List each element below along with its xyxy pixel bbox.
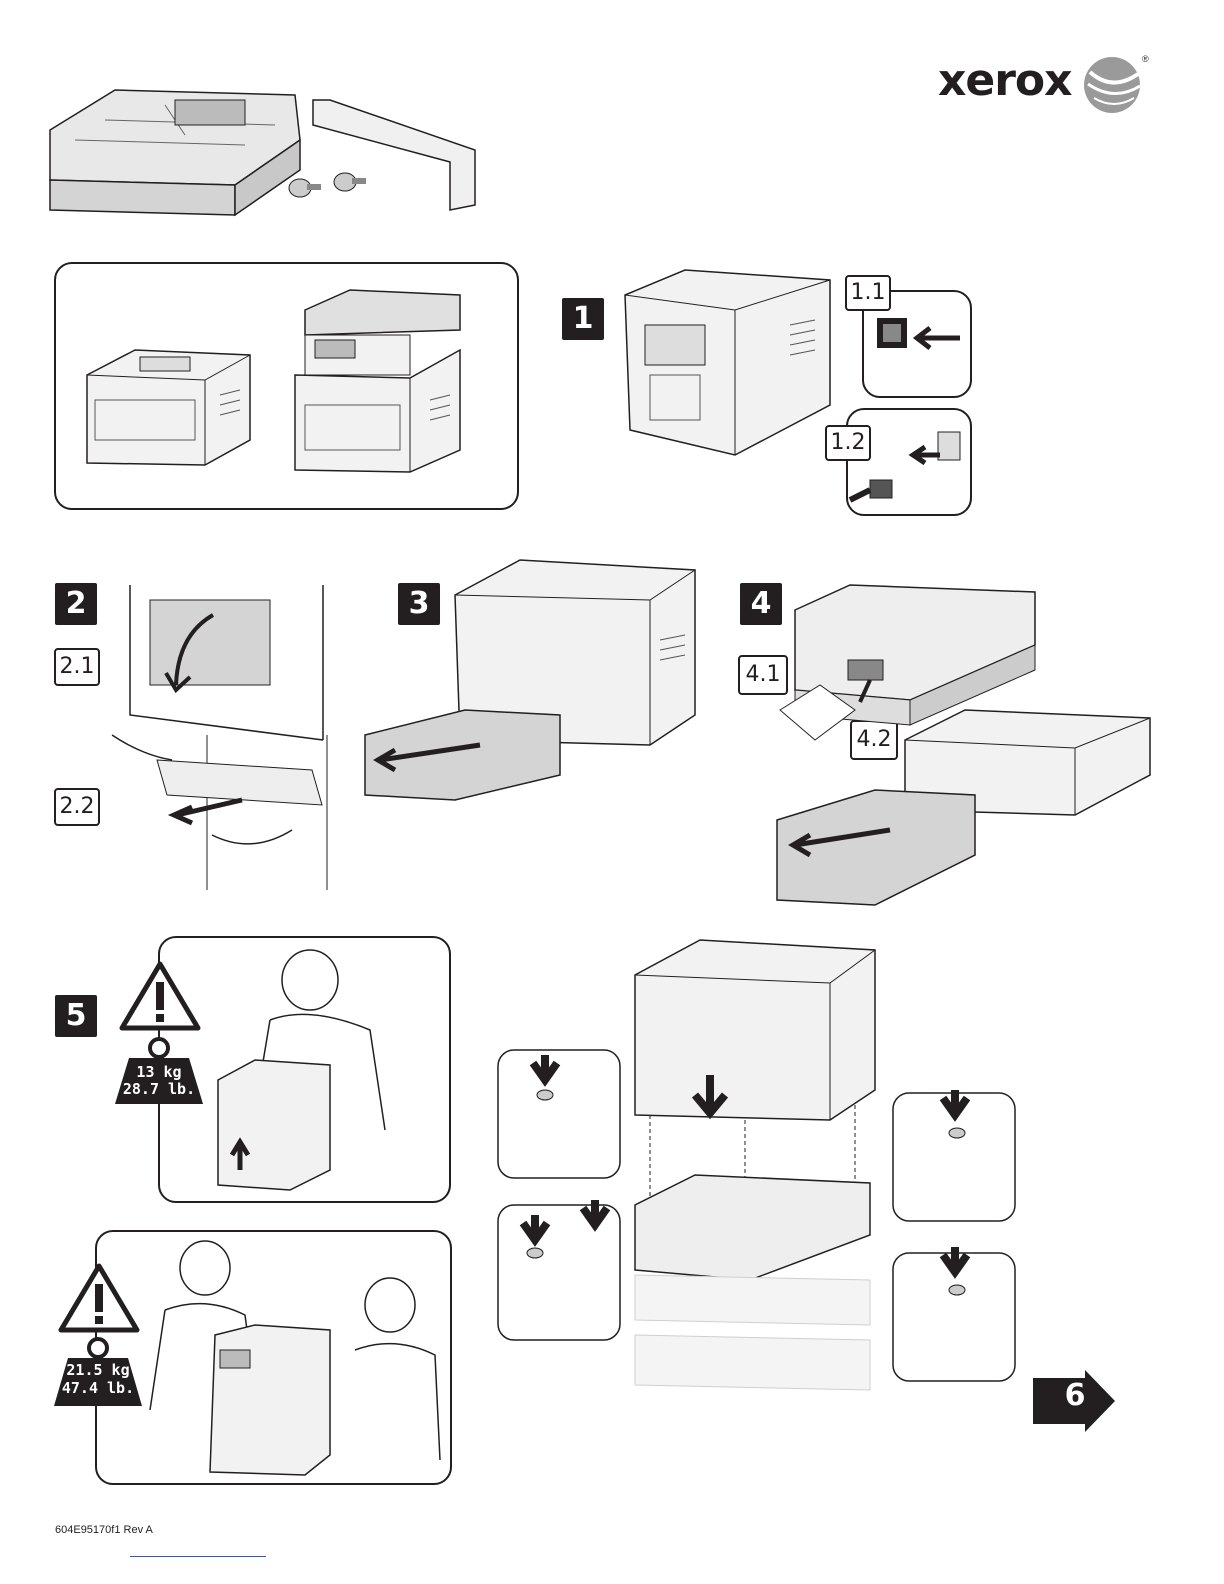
warning-triangle-icon — [118, 960, 202, 1032]
printer-weight-kg: 13 kg — [115, 1065, 203, 1081]
open-bypass-tray-illustration — [128, 585, 328, 745]
next-step-number: 6 — [1050, 1380, 1100, 1412]
step-2-badge: 2 — [55, 583, 97, 625]
footer-rule — [130, 1556, 266, 1557]
power-cord-icon — [850, 430, 970, 510]
pin-detail-top-left — [498, 1050, 620, 1178]
person-lifting-printer-illustration — [210, 950, 410, 1195]
pull-tray-hands-illustration — [112, 735, 337, 890]
step-5-badge: 5 — [55, 995, 97, 1037]
registered-mark: ® — [1142, 54, 1149, 64]
step-1-badge: 1 — [562, 298, 604, 340]
document-code: 604E95170f1 Rev A — [55, 1524, 153, 1536]
thumb-screw-icon — [334, 173, 366, 191]
pin-detail-bottom-left — [498, 1205, 620, 1340]
mfp-illustration — [290, 290, 470, 475]
thumb-screw-icon — [289, 179, 321, 197]
two-people-lifting-mfp-illustration — [145, 1240, 445, 1480]
mfp-weight-lb: 47.4 lb. — [54, 1381, 142, 1397]
remove-tray-printer-illustration — [360, 560, 700, 805]
step-2-1-label: 2.1 — [54, 648, 100, 686]
tray-kit-illustration — [45, 70, 485, 220]
install-printer-on-tray-illustration — [495, 935, 1020, 1445]
mfp-weight-kg: 21.5 kg — [54, 1363, 142, 1379]
printer-rear-illustration — [625, 265, 835, 465]
step-2-2-label: 2.2 — [54, 788, 100, 826]
printer-weight-lb: 28.7 lb. — [115, 1082, 203, 1098]
remove-tray-from-unit-illustration — [775, 710, 1155, 910]
warning-triangle-icon — [57, 1262, 141, 1334]
brand-logo-text: xerox — [938, 55, 1072, 106]
step-1-1-label: 1.1 — [845, 275, 891, 311]
printer-illustration — [85, 345, 255, 470]
xerox-sphere-icon: ® — [1080, 52, 1150, 117]
power-switch-icon — [875, 310, 965, 380]
step-4-badge: 4 — [740, 583, 782, 625]
